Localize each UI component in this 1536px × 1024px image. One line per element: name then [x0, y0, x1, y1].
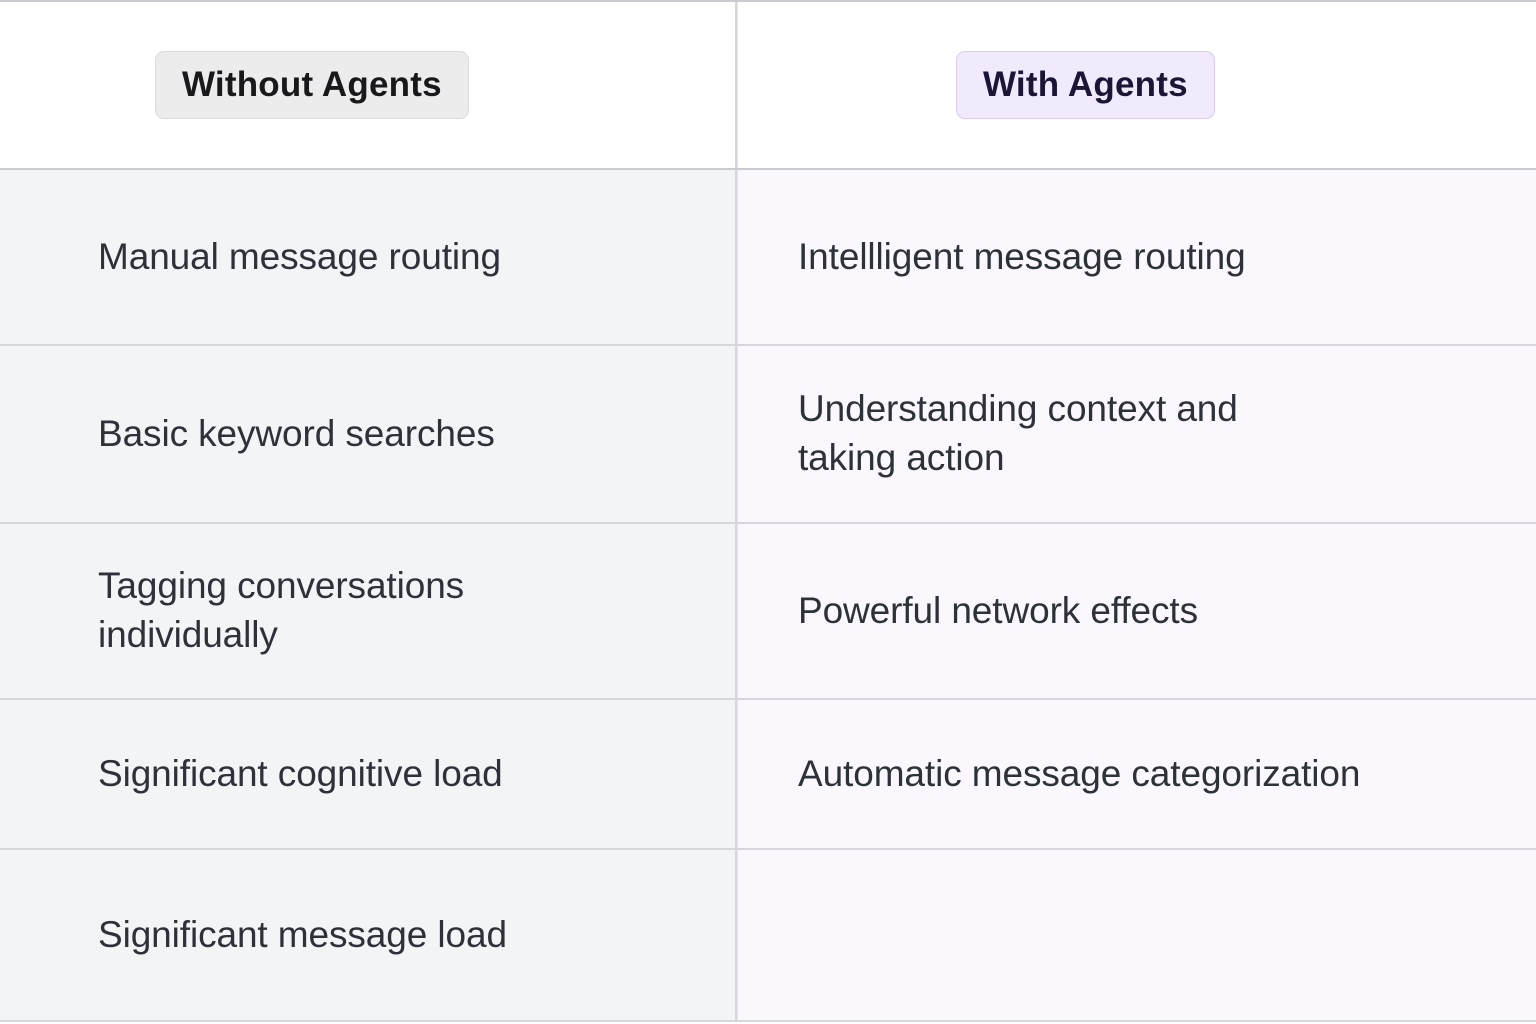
header-cell-with-agents: With Agents — [737, 2, 1536, 168]
table-row: Manual message routing Intellligent mess… — [0, 170, 1536, 346]
cell-without-agents: Tagging conversations individually — [0, 524, 737, 698]
cell-text: Significant message load — [98, 913, 507, 955]
table-row: Tagging conversations individually Power… — [0, 524, 1536, 700]
cell-text: Powerful network effects — [798, 589, 1198, 631]
cell-text: Intellligent message routing — [798, 235, 1246, 277]
cell-text: Tagging conversations individually — [98, 565, 465, 655]
cell-without-agents: Significant cognitive load — [0, 700, 737, 848]
cell-with-agents: Powerful network effects — [737, 524, 1536, 698]
cell-text: Manual message routing — [98, 235, 501, 277]
table-row: Significant message load — [0, 850, 1536, 1022]
cell-with-agents-empty — [737, 850, 1536, 1020]
cell-text: Significant cognitive load — [98, 752, 503, 794]
cell-text: Automatic message categorization — [798, 752, 1361, 794]
cell-without-agents: Significant message load — [0, 850, 737, 1020]
table-header-row: Without Agents With Agents — [0, 2, 1536, 170]
cell-text: Basic keyword searches — [98, 412, 495, 454]
cell-without-agents: Manual message routing — [0, 170, 737, 344]
cell-with-agents: Intellligent message routing — [737, 170, 1536, 344]
table-row: Basic keyword searches Understanding con… — [0, 346, 1536, 524]
cell-without-agents: Basic keyword searches — [0, 346, 737, 522]
cell-text: Understanding context and taking action — [798, 388, 1238, 478]
cell-with-agents: Automatic message categorization — [737, 700, 1536, 848]
badge-with-agents: With Agents — [956, 51, 1215, 119]
table-row: Significant cognitive load Automatic mes… — [0, 700, 1536, 850]
cell-with-agents: Understanding context and taking action — [737, 346, 1536, 522]
badge-without-agents: Without Agents — [155, 51, 469, 119]
header-cell-without-agents: Without Agents — [0, 2, 737, 168]
